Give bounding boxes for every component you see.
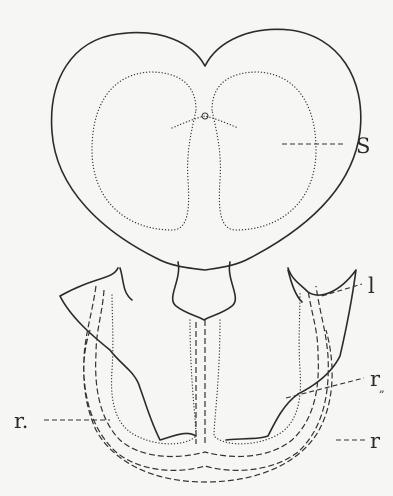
left-inner-oval [92, 72, 196, 230]
leader-r-right [286, 378, 364, 398]
label-r-left: r. [14, 409, 28, 433]
left-wing-inner [120, 268, 132, 300]
central-mark [172, 116, 238, 128]
central-stalk [173, 262, 236, 320]
lower-dashed-outline-outer [84, 286, 329, 470]
label-r-bottom: r [370, 429, 381, 453]
upper-lobe-outline [52, 29, 361, 270]
lower-dashed-outline-outermost [84, 330, 332, 482]
left-wing [60, 268, 196, 440]
right-wing [226, 268, 356, 440]
label-l: l [368, 274, 375, 298]
label-s: S [356, 134, 370, 158]
lower-dotted-outline [112, 292, 301, 444]
label-r-right-sub: „ [379, 382, 385, 395]
right-inner-oval [212, 72, 316, 230]
lower-dashed-outline-inner [96, 290, 319, 456]
